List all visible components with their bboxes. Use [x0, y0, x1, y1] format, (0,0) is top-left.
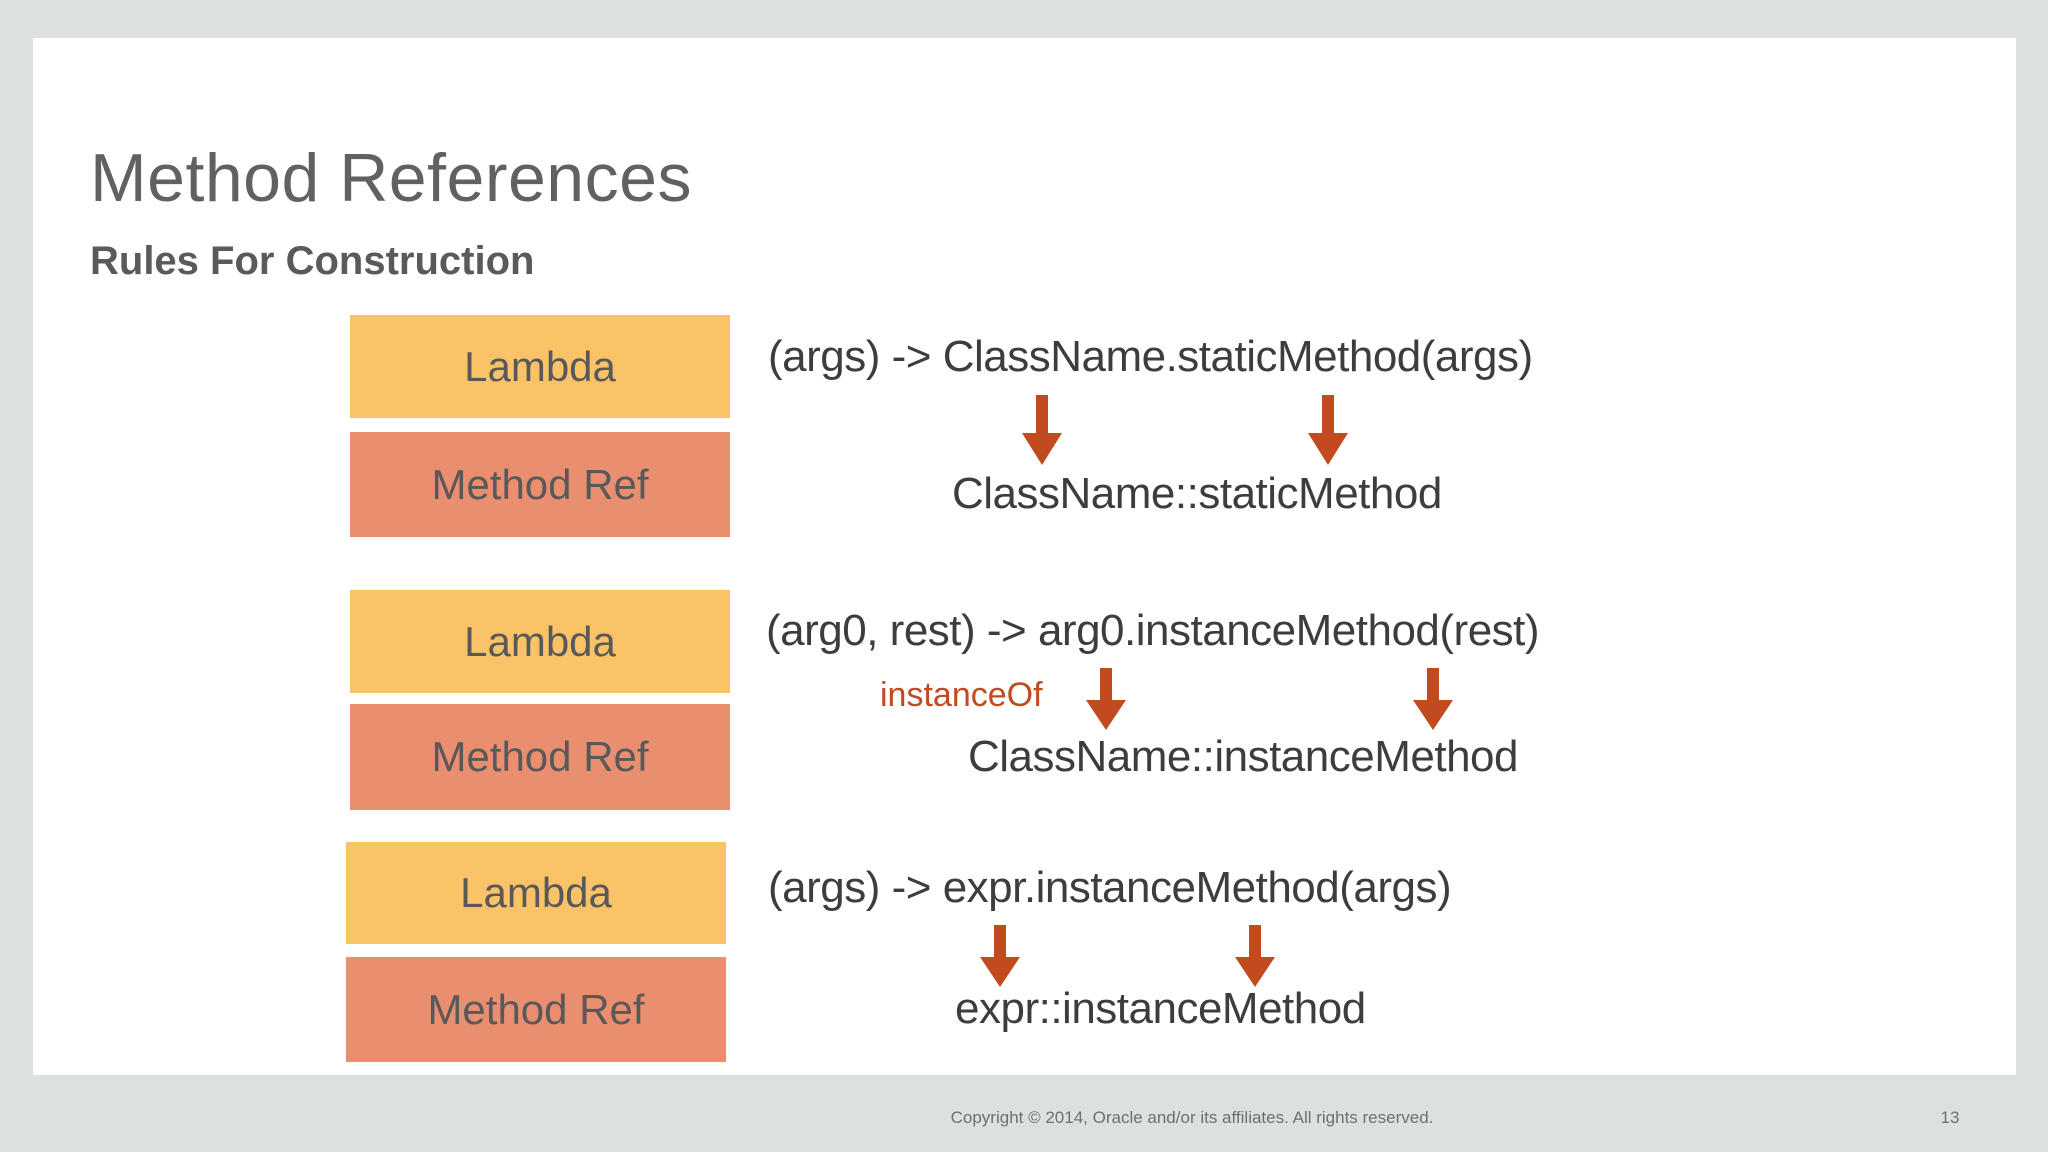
slide-subtitle: Rules For Construction [90, 239, 535, 283]
page-number: 13 [1940, 1108, 1960, 1127]
method-ref-box-label: Method Ref [431, 460, 649, 508]
method-ref-expression: ClassName::staticMethod [952, 469, 1442, 518]
down-arrow-icon [1086, 668, 1126, 730]
method-ref-box: Method Ref [350, 704, 730, 810]
instanceof-annotation: instanceOf [880, 676, 1043, 714]
lambda-box: Lambda [350, 590, 730, 693]
method-ref-box-label: Method Ref [427, 985, 645, 1033]
down-arrow-icon [980, 925, 1020, 987]
down-arrow-icon [1413, 668, 1453, 730]
down-arrow-icon [1308, 395, 1348, 465]
method-ref-expression: ClassName::instanceMethod [968, 732, 1518, 781]
lambda-box-label: Lambda [464, 617, 616, 665]
lambda-box-label: Lambda [460, 869, 612, 916]
lambda-box: Lambda [346, 842, 726, 944]
footer-copyright: Copyright © 2014, Oracle and/or its affi… [950, 1108, 1434, 1127]
lambda-expression: (args) -> expr.instanceMethod(args) [768, 863, 1452, 912]
lambda-box-label: Lambda [464, 342, 616, 390]
method-ref-expression: expr::instanceMethod [955, 984, 1366, 1033]
lambda-expression: (args) -> ClassName.staticMethod(args) [768, 332, 1533, 381]
lambda-expression: (arg0, rest) -> arg0.instanceMethod(rest… [766, 606, 1540, 655]
method-ref-box-label: Method Ref [431, 733, 649, 780]
lambda-box: Lambda [350, 315, 730, 418]
down-arrow-icon [1022, 395, 1062, 465]
method-ref-box: Method Ref [350, 432, 730, 537]
slide-title: Method References [90, 140, 692, 216]
method-ref-box: Method Ref [346, 957, 726, 1062]
down-arrow-icon [1235, 925, 1275, 987]
